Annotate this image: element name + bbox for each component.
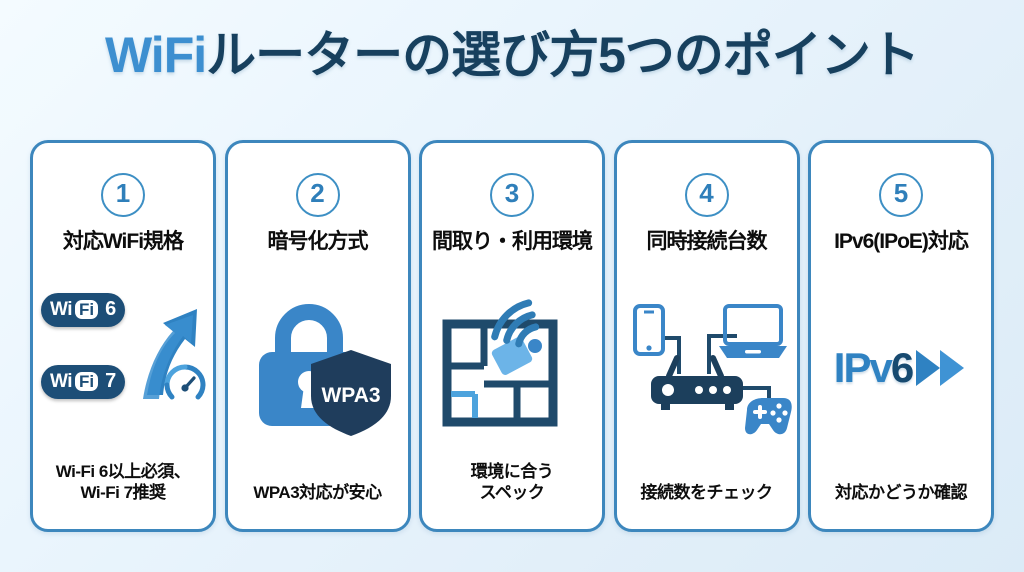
wifi7-middle: Fi (75, 372, 99, 392)
wifi6-prefix: Wi (50, 298, 73, 320)
page-title: WiFiルーターの選び方5つのポイント (0, 28, 1024, 83)
shield-label: WPA3 (321, 384, 380, 407)
card-caption-5: 対応かどうか確認 (835, 482, 968, 519)
wifi6-badge: Wi Fi 6 (41, 292, 126, 327)
card-caption-3-line2: スペック (479, 482, 545, 502)
title-rest: ルーターの選び方5つのポイント (206, 27, 920, 83)
card-caption-2-line1: WPA3対応が安心 (253, 482, 382, 502)
wifi7-prefix: Wi (50, 370, 73, 392)
card-number-1: 1 (101, 173, 145, 217)
card-number-2: 2 (295, 173, 340, 217)
ipv6-label: IPv6 (833, 344, 914, 392)
card-title-5: IPv6(IPoE)対応 (834, 230, 969, 253)
card-connections[interactable]: 4 同時接続台数 (613, 140, 800, 532)
router-icon (650, 354, 743, 410)
ipv6-label-main: IPv (833, 344, 893, 392)
double-chevron-icon (916, 350, 965, 387)
card-caption-4-line1: 接続数をチェック (640, 482, 774, 502)
card-art-4 (623, 255, 792, 482)
card-encryption[interactable]: 2 暗号化方式 WPA3 (224, 140, 411, 532)
ipv6-label-six: 6 (890, 344, 914, 392)
card-art-3 (428, 255, 596, 461)
up-arrow-icon (143, 308, 197, 399)
card-caption-3: 環境に合う スペック (471, 461, 554, 520)
card-title-1: 対応WiFi規格 (62, 230, 184, 253)
card-caption-3-line1: 環境に合う (470, 461, 554, 481)
card-title-3: 間取り・利用環境 (432, 230, 593, 253)
card-art-1: Wi Fi 6 Wi Fi 7 (39, 255, 207, 461)
wifi7-generation: 7 (105, 370, 117, 393)
smartphone-icon (632, 303, 665, 356)
wifi7-badge: Wi Fi 7 (41, 364, 126, 399)
card-title-4: 同時接続台数 (646, 230, 768, 253)
card-title-2: 暗号化方式 (267, 230, 369, 253)
card-caption-5-line1: 対応かどうか確認 (835, 482, 968, 502)
card-ipv6[interactable]: 5 IPv6(IPoE)対応 IPv6 対応かどうか確認 (808, 140, 994, 532)
laptop-icon (718, 303, 787, 358)
card-wifi-standard[interactable]: 1 対応WiFi規格 (30, 140, 216, 532)
card-art-5: IPv6 (817, 255, 985, 482)
card-caption-1-line2: Wi-Fi 7推奨 (80, 482, 166, 502)
card-caption-4: 接続数をチェック (640, 482, 774, 519)
card-number-3: 3 (490, 173, 534, 217)
card-row: 1 対応WiFi規格 (30, 140, 994, 532)
router-devices-icon (632, 303, 792, 435)
card-caption-1-line1: Wi-Fi 6以上必須、 (55, 461, 191, 481)
wifi6-middle: Fi (75, 300, 99, 320)
gamepad-icon (744, 397, 792, 435)
card-floorplan[interactable]: 3 間取り・利用環境 (419, 140, 605, 532)
card-caption-1: Wi-Fi 6以上必須、 Wi-Fi 7推奨 (56, 461, 191, 520)
card-number-4: 4 (684, 173, 729, 217)
floorplan-wifi-icon (442, 299, 558, 427)
title-highlight: WiFi (105, 27, 207, 83)
speedometer-icon (164, 364, 206, 400)
wifi6-generation: 6 (105, 298, 117, 321)
page-title-text: WiFiルーターの選び方5つのポイント (0, 28, 1024, 83)
card-caption-2: WPA3対応が安心 (253, 482, 382, 519)
card-number-5: 5 (879, 173, 923, 217)
card-art-2: WPA3 (234, 255, 402, 482)
padlock-shield-icon: WPA3 (258, 304, 391, 437)
